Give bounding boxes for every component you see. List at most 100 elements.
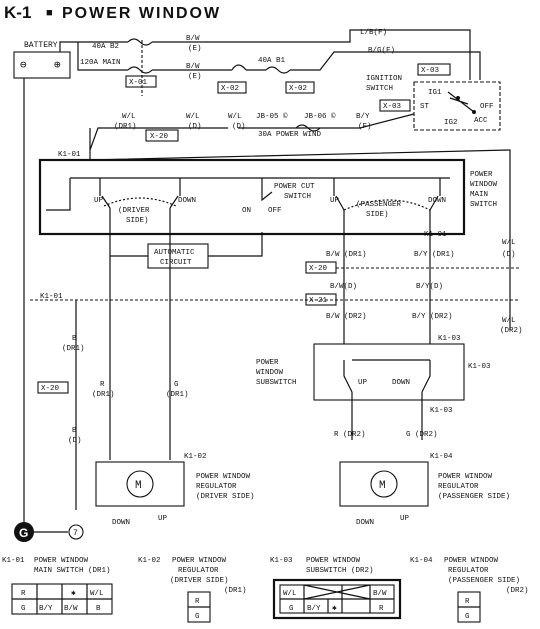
connector-x20-b-label: X-20 — [309, 265, 328, 273]
ignition-ig2: IG2 — [444, 119, 458, 127]
connector-x02-b — [285, 81, 315, 94]
wire-label-bw-e2-sub: (E) — [188, 73, 202, 81]
subswitch-title-1: POWER — [256, 359, 279, 367]
wire-label-b-dr1: B — [72, 335, 77, 343]
passenger-motor-icon — [370, 470, 398, 498]
svg-text:R: R — [465, 598, 470, 606]
connector-k101-c-label: K1-01 — [40, 293, 63, 301]
passenger-down-label: DOWN — [428, 197, 446, 205]
legend-k103-line-2: SUBSWITCH (DR2) — [306, 567, 374, 575]
ignition-title-1: IGNITION — [366, 75, 402, 83]
svg-text:R: R — [195, 598, 200, 606]
connector-x21-label: X-21 — [309, 297, 328, 305]
legend-k103-connector: W/L B/W G B/Y ✱ R — [272, 578, 402, 620]
wire-label-wl-right: W/L — [502, 239, 516, 247]
connector-x03-b-label: X-03 — [383, 103, 402, 111]
ground-point-7-label: 7 — [73, 529, 78, 538]
title-bullet: ■ — [46, 7, 53, 19]
subswitch-title-2: WINDOW — [256, 369, 284, 377]
wire-label-by-f: B/Y — [356, 113, 370, 121]
wire-label-bw-e2: B/W — [186, 63, 200, 71]
fuse-40a-b1-symbol — [265, 66, 291, 74]
battery-label: BATTERY — [24, 41, 58, 50]
wire-label-by-d: B/Y(D) — [416, 283, 443, 291]
wire-label-g-dr1-sub: (DR1) — [166, 391, 189, 399]
connector-k103-c-label: K1-03 — [430, 407, 453, 415]
legend-k102-code: K1-02 — [138, 557, 161, 565]
passenger-up-label: UP — [330, 197, 340, 205]
junction-jb05: JB-05 © — [256, 112, 288, 121]
wire-label-r-dr1-sub: (DR1) — [92, 391, 115, 399]
legend-k102-line-4: (DR1) — [224, 587, 247, 595]
connector-x02-b-label: X-02 — [289, 85, 307, 93]
power-cut-label-1: POWER CUT — [274, 183, 315, 191]
wire-label-bw-e: B/W — [186, 35, 200, 43]
wire-label-wl-d2: W/L — [228, 113, 242, 121]
wire-label-bw-dr1: B/W (DR1) — [326, 251, 367, 259]
connector-x02-a — [217, 81, 247, 94]
wire-label-wl-right2-sub: (DR2) — [500, 327, 523, 335]
passenger-motor-label-3: (PASSENGER SIDE) — [438, 493, 510, 501]
connector-x03-a-label: X-03 — [421, 67, 440, 75]
connector-x03-a — [417, 63, 451, 76]
svg-text:R: R — [21, 590, 26, 598]
driver-side-label-2: SIDE) — [126, 217, 149, 225]
wire-label-b-d-sub: (D) — [68, 437, 82, 445]
wire-label-bw-e-sub: (E) — [188, 45, 202, 53]
fuse-30a-symbol — [295, 124, 321, 132]
ignition-ig1: IG1 — [428, 89, 442, 97]
legend-k104-line-1: POWER WINDOW — [444, 557, 499, 565]
ignition-st: ST — [420, 103, 430, 111]
connector-x02-a-label: X-02 — [221, 85, 239, 93]
connector-k101-b-label: K1-01 — [424, 231, 447, 239]
wire-label-bw-d: B/W(D) — [330, 283, 357, 291]
main-switch-frame — [38, 158, 466, 236]
svg-text:W/L: W/L — [283, 590, 297, 598]
svg-text:W/L: W/L — [90, 590, 104, 598]
svg-text:B/W: B/W — [64, 605, 78, 613]
svg-text:R: R — [379, 605, 384, 613]
connector-k103-a-label: K1-03 — [438, 335, 461, 343]
wire-label-wl-right2: W/L — [502, 317, 516, 325]
legend-k102-line-3: (DRIVER SIDE) — [170, 577, 229, 585]
subswitch-down-label: DOWN — [392, 379, 410, 387]
driver-up-direction: UP — [158, 515, 168, 523]
junction-jb06: JB-06 © — [304, 112, 336, 121]
legend-k104-line-4: (DR2) — [506, 587, 529, 595]
legend-k104-line-2: REGULATOR — [448, 567, 489, 575]
connector-k104-label: K1-04 — [430, 453, 453, 461]
legend-k101-line-1: POWER WINDOW — [34, 557, 89, 565]
ground-letter: G — [19, 526, 28, 540]
legend-k101-code: K1-01 — [2, 557, 25, 565]
wire-label-by-dr2: B/Y (DR2) — [412, 313, 453, 321]
ignition-contacts — [447, 91, 475, 113]
driver-motor-m: M — [135, 480, 142, 492]
driver-motor-label-2: REGULATOR — [196, 483, 237, 491]
wire-label-g-dr1: G — [174, 381, 179, 389]
wire-label-b-d: B — [72, 427, 77, 435]
connector-x01-label: X-01 — [129, 79, 148, 87]
wire-label-wl-d-sub: (D) — [188, 123, 202, 131]
svg-text:B/Y: B/Y — [39, 605, 53, 613]
driver-down-label: DOWN — [178, 197, 196, 205]
connector-k103-b-label: K1-03 — [468, 363, 491, 371]
legend-k104-line-3: (PASSENGER SIDE) — [448, 577, 520, 585]
connector-x20-c — [37, 381, 69, 394]
fuse-120a-label: 120A MAIN — [80, 59, 121, 67]
passenger-down-direction: DOWN — [356, 519, 374, 527]
fuse-40a-b1-label: 40A B1 — [258, 57, 286, 65]
connector-x01 — [125, 75, 157, 88]
wire-label-r-dr1: R — [100, 381, 105, 389]
svg-text:B: B — [96, 605, 101, 613]
power-cut-off: OFF — [268, 207, 282, 215]
wire-label-wl-d: W/L — [186, 113, 200, 121]
svg-text:✱: ✱ — [71, 590, 76, 598]
driver-motor-label-1: POWER WINDOW — [196, 473, 251, 481]
automatic-circuit-label-2: CIRCUIT — [160, 259, 192, 267]
passenger-side-label-1: (PASSENGER — [356, 201, 402, 209]
svg-text:G: G — [195, 613, 200, 621]
legend-k102-line-1: POWER WINDOW — [172, 557, 227, 565]
wire-label-wl-dr1: W/L — [122, 113, 136, 121]
wire-label-wl-dr1-sub: (DR1) — [114, 123, 137, 131]
legend-k104-code: K1-04 — [410, 557, 433, 565]
